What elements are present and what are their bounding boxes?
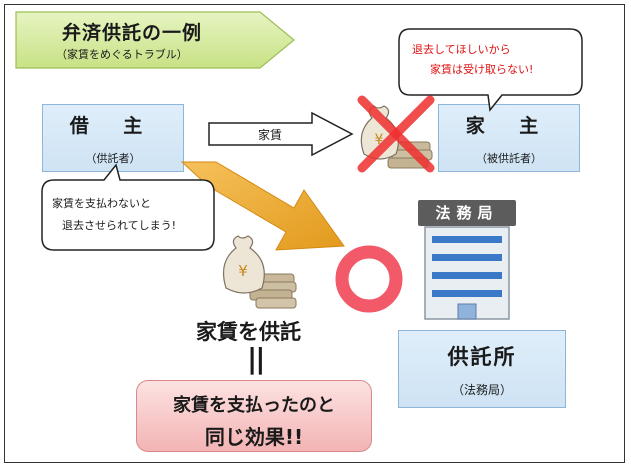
landlord-box: 家 主 （被供託者） xyxy=(438,104,580,172)
borrower-speech-line1: 家賃を支払わないと xyxy=(52,197,151,210)
deposit-label: 家賃を供託 xyxy=(196,320,301,344)
borrower-box: 借 主 （供託者） xyxy=(42,104,184,172)
office-box: 供託所 （法務局） xyxy=(398,330,566,408)
cross-mark-icon xyxy=(357,95,435,173)
landlord-speech-line2: 家賃は受け取らない! xyxy=(430,63,534,76)
building-sign-text: 法務局 xyxy=(435,204,499,222)
page-title: 弁済供託の一例 xyxy=(62,22,203,44)
borrower-speech-line2: 退去させられてしまう! xyxy=(62,219,177,232)
office-building-icon xyxy=(424,226,510,320)
yen-mark: ¥ xyxy=(238,262,248,280)
borrower-role: （供託者） xyxy=(85,152,141,165)
landlord-speech-line1: 退去してほしいから xyxy=(412,43,511,56)
borrower-name: 借 主 xyxy=(69,115,157,137)
result-box: 家賃を支払ったのと 同じ効果!! xyxy=(136,380,372,452)
result-line2: 同じ効果!! xyxy=(204,425,304,449)
landlord-name: 家 主 xyxy=(465,115,553,137)
refused-money-group: ¥ xyxy=(357,95,435,173)
title-banner xyxy=(15,11,295,69)
equals-sign: || xyxy=(247,342,266,375)
page-subtitle: （家賃をめぐるトラブル） xyxy=(56,48,188,61)
office-name: 供託所 xyxy=(447,345,517,369)
office-sub: （法務局） xyxy=(451,383,512,397)
building-sign: 法務局 xyxy=(418,200,516,226)
landlord-speech-bubble xyxy=(398,28,583,112)
result-line1: 家賃を支払ったのと xyxy=(173,395,335,416)
rent-arrow-label: 家賃 xyxy=(258,128,283,142)
landlord-role: （被供託者） xyxy=(476,152,542,165)
circle-mark-icon xyxy=(335,245,403,313)
deposit-arrow xyxy=(180,161,345,251)
rent-arrow xyxy=(208,111,354,157)
borrower-speech-bubble xyxy=(41,163,215,251)
money-bag-icon: ¥ xyxy=(223,235,297,309)
yen-mark: ¥ xyxy=(375,132,384,148)
